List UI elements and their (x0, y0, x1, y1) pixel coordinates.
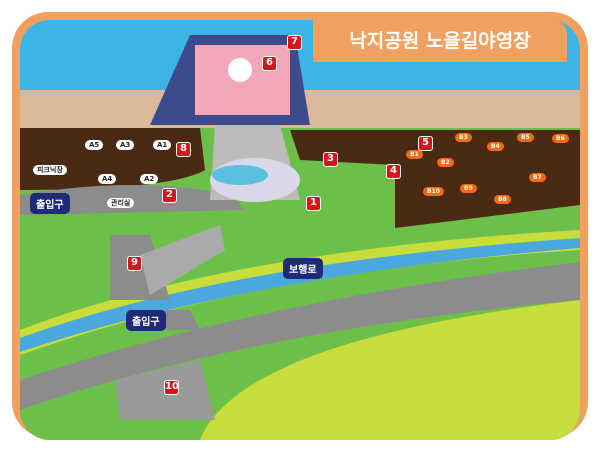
office-label: 관리실 (107, 198, 135, 208)
marker-8[interactable]: 8 (176, 142, 191, 157)
marker-6[interactable]: 6 (262, 56, 277, 71)
site-a2[interactable]: A2 (140, 174, 159, 184)
marker-1[interactable]: 1 (306, 196, 321, 211)
site-b10[interactable]: B10 (423, 187, 444, 196)
site-a1[interactable]: A1 (153, 140, 172, 150)
site-a3[interactable]: A3 (116, 140, 135, 150)
entrance-bottom-label: 출입구 (126, 310, 166, 331)
site-b4[interactable]: B4 (487, 142, 504, 151)
marker-2[interactable]: 2 (162, 188, 177, 203)
site-b8[interactable]: B8 (494, 195, 511, 204)
carousel (212, 165, 268, 185)
site-a4[interactable]: A4 (98, 174, 117, 184)
map-title: 낙지공원 노을길야영장 (313, 20, 567, 62)
site-b1[interactable]: B1 (406, 150, 423, 159)
marker-10[interactable]: 10 (164, 380, 179, 395)
site-b3[interactable]: B3 (455, 133, 472, 142)
marker-3[interactable]: 3 (323, 152, 338, 167)
marker-7[interactable]: 7 (287, 35, 302, 50)
river (20, 238, 580, 352)
site-b2[interactable]: B2 (437, 158, 454, 167)
entrance-left-label: 출입구 (30, 193, 70, 214)
road (20, 262, 580, 410)
marker-4[interactable]: 4 (386, 164, 401, 179)
marker-5[interactable]: 5 (418, 136, 433, 151)
site-a5[interactable]: A5 (85, 140, 104, 150)
site-b7[interactable]: B7 (529, 173, 546, 182)
marker-9[interactable]: 9 (127, 256, 142, 271)
site-b5[interactable]: B5 (517, 133, 534, 142)
octopus-statue (228, 58, 252, 82)
walkway-label: 보행로 (283, 258, 323, 279)
site-b6[interactable]: B6 (552, 134, 569, 143)
picnic-label: 피크닉장 (33, 165, 67, 175)
field (200, 300, 580, 440)
site-b9[interactable]: B9 (460, 184, 477, 193)
